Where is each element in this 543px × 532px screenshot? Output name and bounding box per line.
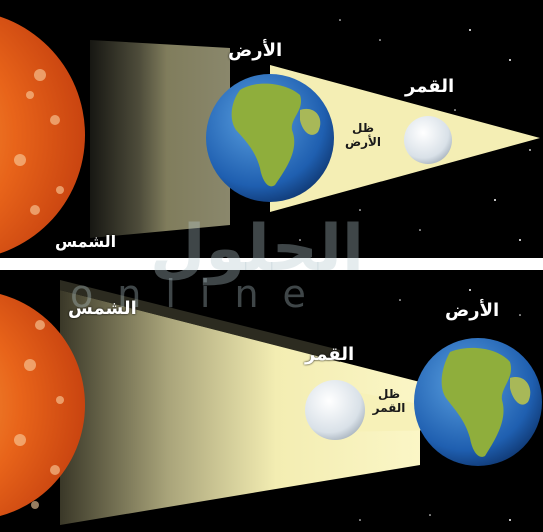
moon-shadow-label-line1: ظل xyxy=(377,387,400,401)
sun xyxy=(0,16,85,254)
sunlight-cone xyxy=(60,290,420,525)
moon xyxy=(305,380,365,440)
penumbra-dark xyxy=(60,280,340,362)
lunar-eclipse-diagram xyxy=(0,0,543,258)
earth-label: الأرض xyxy=(228,40,283,61)
sun-label: الشمس xyxy=(68,298,137,319)
earth-shadow-label-line2: الأرض xyxy=(344,134,382,149)
earth-shadow-label: ظل الأرض xyxy=(343,121,383,150)
earth xyxy=(206,74,334,202)
lunar-eclipse-panel: الأرض القمر ظل الأرض الشمس xyxy=(0,0,543,258)
moon-label: القمر xyxy=(305,344,355,365)
sun xyxy=(0,293,85,517)
moon-shadow-label: ظل القمر xyxy=(368,387,410,416)
stars xyxy=(359,289,521,521)
earth-label: الأرض xyxy=(445,300,500,321)
earth-shadow-label-line1: ظل xyxy=(351,121,374,135)
solar-eclipse-panel: الشمس الأرض القمر ظل القمر xyxy=(0,270,543,532)
stars xyxy=(299,19,531,241)
sun-label: الشمس xyxy=(55,232,117,251)
moon-shadow-label-line2: القمر xyxy=(372,400,406,415)
solar-eclipse-diagram xyxy=(0,270,543,532)
sunlight-beam xyxy=(90,40,230,238)
moon-label: القمر xyxy=(405,76,455,97)
moon xyxy=(404,116,452,164)
earth xyxy=(414,338,542,466)
